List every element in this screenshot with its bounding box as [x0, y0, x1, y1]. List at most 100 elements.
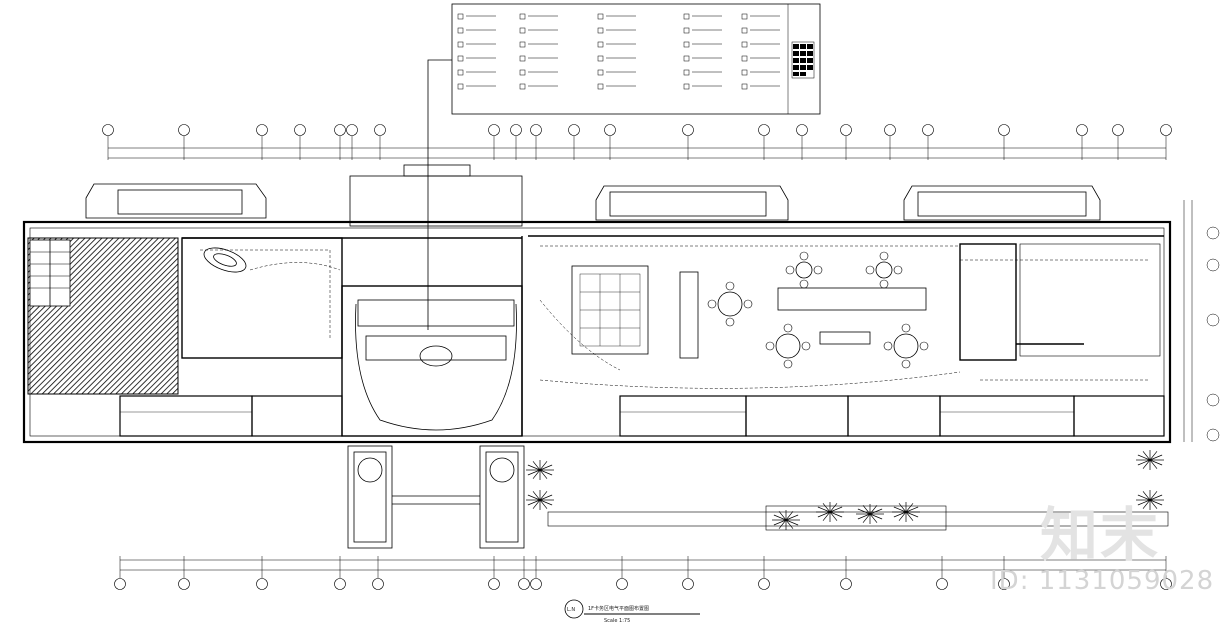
axis-bubble	[372, 578, 384, 590]
round-table	[717, 291, 743, 317]
plant-leaf	[773, 519, 787, 526]
plant-leaf	[1142, 499, 1151, 509]
legend-symbol	[457, 41, 464, 48]
chair	[743, 299, 753, 309]
legend-panel	[451, 3, 821, 115]
plant-leaf	[527, 494, 541, 501]
legend-symbol	[741, 41, 748, 48]
chair	[879, 279, 889, 289]
counter	[679, 271, 927, 359]
top-axis-bubbles	[102, 124, 1172, 160]
plant-leaf	[829, 506, 843, 513]
meeting-table	[355, 299, 517, 431]
sofa-shape	[203, 247, 247, 273]
legend-symbol	[597, 83, 604, 90]
plant-leaf	[869, 513, 878, 523]
drawing-scale: Scale 1:75	[604, 618, 630, 624]
legend-symbol	[683, 83, 690, 90]
axis-bubble	[488, 578, 500, 590]
legend-leader	[427, 59, 452, 330]
plant-leaf	[829, 503, 838, 513]
axis-bubble	[682, 578, 694, 590]
plant-leaf	[539, 494, 553, 501]
bottom-axis-bubbles	[114, 556, 1172, 590]
plant-leaf	[1137, 494, 1151, 501]
plant-leaf	[532, 469, 541, 479]
entrance-pads	[347, 445, 525, 549]
plant-leaf	[532, 491, 541, 501]
plant-leaf	[905, 511, 914, 521]
axis-bubble	[1076, 124, 1088, 136]
axis-bubble	[102, 124, 114, 136]
axis-bubble	[998, 124, 1010, 136]
plant-leaf	[822, 511, 831, 521]
legend-symbol	[519, 41, 526, 48]
plant-leaf	[898, 511, 907, 521]
legend-symbol	[519, 69, 526, 76]
plant-leaf	[817, 506, 831, 513]
watermark-id: ID: 1131059028	[990, 566, 1215, 596]
plant-leaf	[785, 519, 799, 526]
plant-leaf	[1137, 454, 1151, 461]
axis-bubble	[796, 124, 808, 136]
axis-bubble	[334, 578, 346, 590]
plant-leaf	[527, 464, 541, 471]
plant-leaf	[1149, 451, 1158, 461]
axis-bubble	[178, 578, 190, 590]
plant-leaf	[539, 499, 548, 509]
round-table	[775, 333, 801, 359]
axis-bubble	[616, 578, 628, 590]
title-circle	[564, 599, 584, 619]
chair	[785, 265, 795, 275]
legend-grid	[791, 41, 815, 79]
round-table	[875, 261, 893, 279]
axis-bubble	[604, 124, 616, 136]
plant-leaf	[527, 499, 541, 506]
plant-leaf	[778, 519, 787, 529]
axis-bubble	[1160, 578, 1172, 590]
plant-leaf	[1149, 499, 1158, 509]
plant-leaf	[829, 511, 843, 518]
plant-leaf	[829, 511, 838, 521]
axis-bubble	[1160, 124, 1172, 136]
axis-bubble	[758, 578, 770, 590]
plant-leaf	[869, 513, 883, 520]
stair-core	[27, 237, 179, 395]
legend-symbol	[741, 55, 748, 62]
chair	[707, 299, 717, 309]
plant-leaf	[905, 503, 914, 513]
top-bay-windows	[85, 183, 1101, 221]
plant-leaf	[893, 511, 907, 518]
legend-symbol	[683, 13, 690, 20]
plant-leaf	[822, 503, 831, 513]
right-dimension-line	[1183, 200, 1220, 442]
legend-symbol	[741, 69, 748, 76]
legend-symbol	[519, 13, 526, 20]
display-grid	[571, 265, 649, 355]
axis-bubble	[294, 124, 306, 136]
chair	[765, 341, 775, 351]
chair	[799, 251, 809, 261]
plant-leaf	[785, 514, 799, 521]
plant-leaf	[1142, 491, 1151, 501]
legend-symbol	[457, 69, 464, 76]
axis-bubble	[840, 578, 852, 590]
plant-leaf	[539, 491, 548, 501]
legend-symbol	[683, 69, 690, 76]
chair	[893, 265, 903, 275]
plant-leaf	[1149, 499, 1163, 506]
top-dimension-line	[108, 147, 1166, 159]
legend-symbol	[519, 27, 526, 34]
axis-bubble	[1112, 124, 1124, 136]
plant-leaf	[893, 506, 907, 513]
outer-walls	[22, 220, 1172, 444]
chair	[725, 317, 735, 327]
axis-bubble	[840, 124, 852, 136]
plant-leaf	[778, 511, 787, 521]
round-tables	[707, 251, 929, 369]
axis-bubble	[758, 124, 770, 136]
axis-bubble	[936, 578, 948, 590]
axis-bubble	[884, 124, 896, 136]
axis-bubble	[518, 578, 530, 590]
